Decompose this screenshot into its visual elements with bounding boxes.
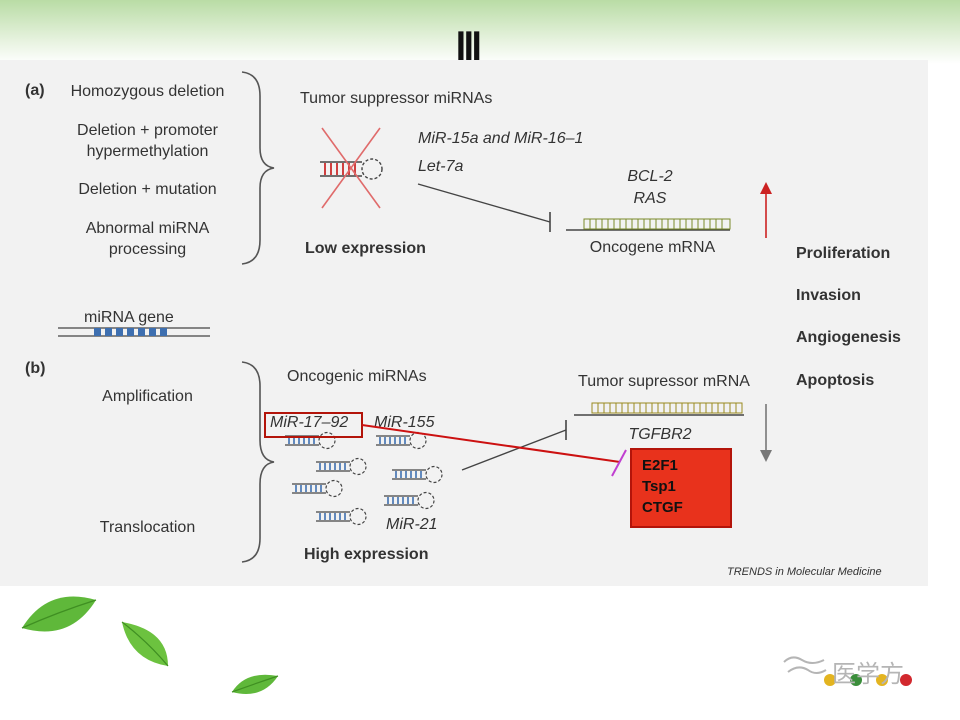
mechanism-a-4b: processing: [108, 241, 187, 258]
mechanism-a-2b: hypermethylation: [86, 143, 209, 160]
hairpin-b-3-icon: [315, 457, 367, 476]
credit-text: TRENDS in Molecular Medicine: [727, 566, 882, 578]
mirna-a-2: Let-7a: [418, 158, 464, 175]
outcome-proliferation: Proliferation: [796, 245, 891, 262]
inhibition-line-a: [417, 183, 551, 223]
mrna-b-label: Tumor supressor mRNA: [578, 373, 750, 390]
highlight-mir17-box: [264, 412, 363, 438]
expression-b-label: High expression: [304, 546, 429, 563]
tumor-suppressor-mrna-icon: [574, 402, 744, 416]
panel-b-heading: Oncogenic miRNAs: [287, 368, 427, 385]
down-arrow-icon: [760, 404, 772, 462]
target-b: TGFBR2: [628, 426, 692, 443]
mirna-b-1: MiR-17–92: [270, 414, 349, 431]
hairpin-b-5-icon: [291, 479, 343, 498]
highlight-item-ctgf: CTGF: [642, 499, 683, 516]
hairpin-b-6-icon: [383, 491, 435, 510]
mirna-a-1: MiR-15a and MiR-16–1: [418, 130, 584, 147]
mechanism-a-1: Homozygous deletion: [70, 83, 225, 100]
outcome-apoptosis: Apoptosis: [796, 372, 875, 389]
panel-a-label: (a): [25, 82, 45, 99]
highlight-item-e2f1: E2F1: [642, 457, 678, 474]
outcome-invasion: Invasion: [796, 287, 861, 304]
mechanism-a-2: Deletion + promoter: [77, 122, 218, 139]
legend-gene-label: miRNA gene: [84, 309, 174, 326]
hairpin-b-2-icon: [375, 431, 427, 450]
mechanism-a-4: Abnormal miRNA: [85, 220, 210, 237]
watermark-text: 医学方: [832, 660, 904, 688]
mechanism-b-1: Amplification: [102, 388, 193, 405]
leaf-icon-3: [231, 674, 279, 694]
brace-a: [241, 71, 275, 265]
mirna-gene-legend-icon: [58, 327, 210, 337]
figure-panel: [0, 60, 928, 586]
hairpin-b-1-icon: [284, 431, 336, 450]
target-a-2: RAS: [633, 190, 667, 207]
leaf-icon-2: [121, 621, 169, 667]
panel-b-label: (b): [25, 360, 46, 377]
watermark-logo-icon: [783, 656, 912, 686]
brace-b: [241, 361, 275, 563]
up-arrow-icon: [760, 182, 772, 238]
mechanism-a-3: Deletion + mutation: [78, 181, 217, 198]
highlight-box: E2F1 Tsp1 CTGF: [630, 448, 732, 528]
outcome-angiogenesis: Angiogenesis: [796, 329, 901, 346]
oncogene-mrna-icon: [566, 218, 731, 231]
highlight-connector: [361, 424, 621, 463]
highlight-item-tsp1: Tsp1: [642, 478, 676, 495]
expression-a-label: Low expression: [305, 240, 426, 257]
leaf-icon-1: [21, 596, 97, 632]
hairpin-b-4-icon: [391, 465, 443, 484]
mechanism-b-2: Translocation: [99, 519, 196, 536]
mirna-b-3: MiR-21: [386, 516, 438, 533]
inhibition-tick: [611, 449, 627, 477]
target-a-1: BCL-2: [627, 168, 673, 185]
mirna-b-2: MiR-155: [374, 414, 435, 431]
inhibition-line-b: [461, 429, 567, 471]
mrna-a-label: Oncogene mRNA: [589, 239, 716, 256]
hairpin-b-7-icon: [315, 507, 367, 526]
panel-a-heading: Tumor suppressor miRNAs: [300, 90, 493, 107]
cross-icon: [321, 127, 381, 209]
